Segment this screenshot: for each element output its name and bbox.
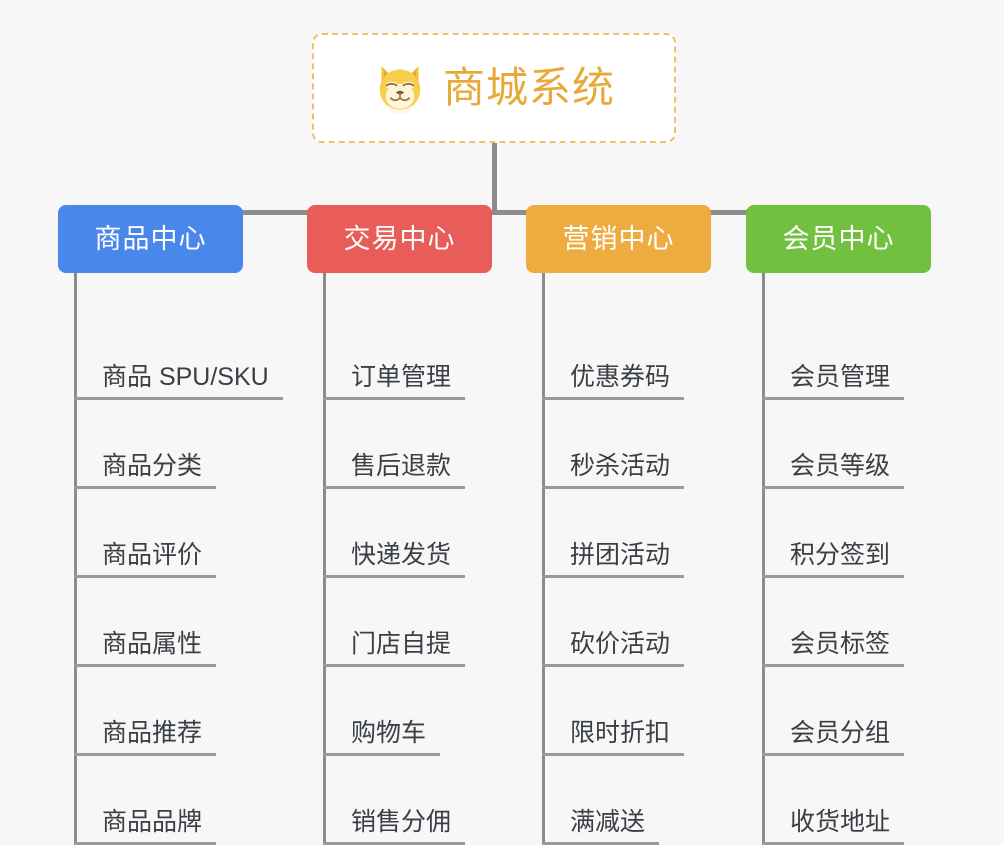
leaf-item-label: 秒杀活动 bbox=[542, 453, 684, 490]
leaf-item[interactable]: 快递发货 bbox=[323, 489, 465, 578]
leaf-list: 会员管理会员等级积分签到会员标签会员分组收货地址 bbox=[746, 273, 931, 845]
leaf-list: 订单管理售后退款快递发货门店自提购物车销售分佣 bbox=[307, 273, 492, 845]
leaf-item[interactable]: 砍价活动 bbox=[542, 578, 684, 667]
root-title: 商城系统 bbox=[443, 67, 615, 109]
leaf-item-label: 商品评价 bbox=[74, 542, 216, 579]
leaf-item-label: 快递发货 bbox=[323, 542, 465, 579]
leaf-item-label: 商品属性 bbox=[74, 631, 216, 668]
category-header-label: 交易中心 bbox=[344, 226, 456, 253]
leaf-item-label: 购物车 bbox=[323, 720, 440, 757]
leaf-item-label: 订单管理 bbox=[323, 364, 465, 401]
category-header-label: 会员中心 bbox=[783, 226, 895, 253]
leaf-item[interactable]: 会员分组 bbox=[762, 667, 904, 756]
leaf-item[interactable]: 购物车 bbox=[323, 667, 440, 756]
category-column: 交易中心订单管理售后退款快递发货门店自提购物车销售分佣 bbox=[307, 205, 492, 845]
category-header-label: 营销中心 bbox=[563, 226, 675, 253]
leaf-item-label: 优惠券码 bbox=[542, 364, 684, 401]
leaf-item[interactable]: 秒杀活动 bbox=[542, 400, 684, 489]
leaf-item[interactable]: 会员标签 bbox=[762, 578, 904, 667]
leaf-item[interactable]: 拼团活动 bbox=[542, 489, 684, 578]
leaf-item[interactable]: 积分签到 bbox=[762, 489, 904, 578]
category-header[interactable]: 会员中心 bbox=[746, 205, 931, 273]
leaf-item-label: 商品分类 bbox=[74, 453, 216, 490]
category-header[interactable]: 交易中心 bbox=[307, 205, 492, 273]
leaf-item-label: 积分签到 bbox=[762, 542, 904, 579]
leaf-item[interactable]: 满减送 bbox=[542, 756, 659, 845]
category-header[interactable]: 营销中心 bbox=[526, 205, 711, 273]
category-column: 会员中心会员管理会员等级积分签到会员标签会员分组收货地址 bbox=[746, 205, 931, 845]
leaf-item[interactable]: 订单管理 bbox=[323, 311, 465, 400]
leaf-item[interactable]: 商品品牌 bbox=[74, 756, 216, 845]
leaf-item-label: 会员管理 bbox=[762, 364, 904, 401]
leaf-item[interactable]: 优惠券码 bbox=[542, 311, 684, 400]
root-node[interactable]: 商城系统 bbox=[312, 33, 676, 143]
leaf-item[interactable]: 门店自提 bbox=[323, 578, 465, 667]
leaf-item[interactable]: 收货地址 bbox=[762, 756, 904, 845]
root-node-content: 商城系统 bbox=[373, 61, 615, 115]
leaf-item[interactable]: 商品属性 bbox=[74, 578, 216, 667]
leaf-item[interactable]: 商品 SPU/SKU bbox=[74, 311, 283, 400]
leaf-item[interactable]: 会员管理 bbox=[762, 311, 904, 400]
leaf-item-label: 商品推荐 bbox=[74, 720, 216, 757]
category-header-label: 商品中心 bbox=[95, 226, 207, 253]
leaf-item-label: 限时折扣 bbox=[542, 720, 684, 757]
leaf-item-label: 门店自提 bbox=[323, 631, 465, 668]
category-column: 营销中心优惠券码秒杀活动拼团活动砍价活动限时折扣满减送 bbox=[526, 205, 711, 845]
leaf-list: 优惠券码秒杀活动拼团活动砍价活动限时折扣满减送 bbox=[526, 273, 711, 845]
leaf-item[interactable]: 限时折扣 bbox=[542, 667, 684, 756]
shiba-dog-icon bbox=[373, 61, 427, 115]
connector-bus bbox=[148, 210, 846, 215]
leaf-item[interactable]: 会员等级 bbox=[762, 400, 904, 489]
leaf-item-label: 售后退款 bbox=[323, 453, 465, 490]
leaf-item-label: 会员等级 bbox=[762, 453, 904, 490]
leaf-item-label: 会员标签 bbox=[762, 631, 904, 668]
leaf-item-label: 会员分组 bbox=[762, 720, 904, 757]
leaf-item-label: 拼团活动 bbox=[542, 542, 684, 579]
category-header[interactable]: 商品中心 bbox=[58, 205, 243, 273]
leaf-item[interactable]: 售后退款 bbox=[323, 400, 465, 489]
leaf-item[interactable]: 商品推荐 bbox=[74, 667, 216, 756]
leaf-item[interactable]: 商品分类 bbox=[74, 400, 216, 489]
leaf-item-label: 砍价活动 bbox=[542, 631, 684, 668]
leaf-item[interactable]: 销售分佣 bbox=[323, 756, 465, 845]
leaf-item[interactable]: 商品评价 bbox=[74, 489, 216, 578]
leaf-item-label: 商品 SPU/SKU bbox=[74, 364, 283, 401]
connector-root-stem bbox=[492, 143, 497, 211]
